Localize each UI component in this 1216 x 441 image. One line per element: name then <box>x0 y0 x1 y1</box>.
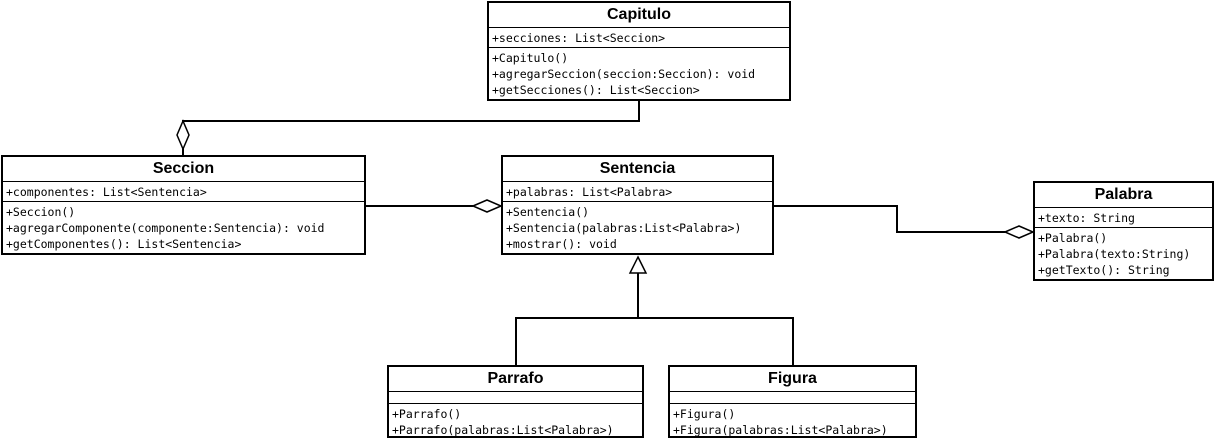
aggregation-diamond-sentencia <box>471 199 503 213</box>
class-palabra[interactable]: Palabra +texto: String +Palabra() +Palab… <box>1033 181 1214 281</box>
operation: +Capitulo() <box>492 51 569 65</box>
aggregation-diamond-palabra <box>1003 225 1035 239</box>
class-parrafo[interactable]: Parrafo +Parrafo() +Parrafo(palabras:Lis… <box>387 365 644 438</box>
attributes-compartment: +palabras: List<Palabra> <box>503 182 772 202</box>
edge-capitulo-seccion <box>182 101 640 149</box>
class-sentencia[interactable]: Sentencia +palabras: List<Palabra> +Sent… <box>501 155 774 255</box>
attribute: +secciones: List<Seccion> <box>492 31 666 45</box>
edge-sentencia-palabra <box>774 205 1005 233</box>
operation: +Sentencia() <box>506 205 590 219</box>
operations-compartment: +Seccion() +agregarComponente(componente… <box>3 202 364 253</box>
operation: +Sentencia(palabras:List<Palabra>) <box>506 221 742 235</box>
edge-parrafo-generalization <box>515 317 638 365</box>
class-name: Palabra <box>1035 183 1212 208</box>
operation: +Figura(palabras:List<Palabra>) <box>673 423 888 437</box>
attribute: +texto: String <box>1038 211 1135 225</box>
class-name: Figura <box>670 367 915 392</box>
attributes-compartment: +componentes: List<Sentencia> <box>3 182 364 202</box>
attribute: +componentes: List<Sentencia> <box>6 185 207 199</box>
operation: +Palabra(texto:String) <box>1038 247 1191 261</box>
operation: +agregarSeccion(seccion:Seccion): void <box>492 67 756 81</box>
attributes-compartment <box>670 392 915 404</box>
aggregation-diamond-seccion <box>176 119 190 151</box>
operation: +Parrafo(palabras:List<Palabra>) <box>392 423 614 437</box>
generalization-triangle <box>628 255 648 274</box>
class-name: Seccion <box>3 157 364 182</box>
attributes-compartment: +texto: String <box>1035 208 1212 228</box>
operations-compartment: +Sentencia() +Sentencia(palabras:List<Pa… <box>503 202 772 253</box>
operation: +Parrafo() <box>392 407 462 421</box>
operations-compartment: +Capitulo() +agregarSeccion(seccion:Secc… <box>489 48 789 99</box>
class-name: Parrafo <box>389 367 642 392</box>
edge-figura-generalization <box>638 317 794 365</box>
attributes-compartment: +secciones: List<Seccion> <box>489 28 789 48</box>
class-capitulo[interactable]: Capitulo +secciones: List<Seccion> +Capi… <box>487 1 791 101</box>
operations-compartment: +Palabra() +Palabra(texto:String) +getTe… <box>1035 228 1212 279</box>
operation: +Seccion() <box>6 205 76 219</box>
operation: +getSecciones(): List<Seccion> <box>492 83 700 97</box>
operation: +getTexto(): String <box>1038 263 1170 277</box>
operation: +agregarComponente(componente:Sentencia)… <box>6 221 325 235</box>
operation: +Palabra() <box>1038 231 1108 245</box>
operation: +Figura() <box>673 407 736 421</box>
class-seccion[interactable]: Seccion +componentes: List<Sentencia> +S… <box>1 155 366 255</box>
class-name: Sentencia <box>503 157 772 182</box>
attributes-compartment <box>389 392 642 404</box>
operations-compartment: +Figura() +Figura(palabras:List<Palabra>… <box>670 404 915 439</box>
class-figura[interactable]: Figura +Figura() +Figura(palabras:List<P… <box>668 365 917 438</box>
operation: +getComponentes(): List<Sentencia> <box>6 237 242 251</box>
class-name: Capitulo <box>489 3 789 28</box>
attribute: +palabras: List<Palabra> <box>506 185 673 199</box>
operations-compartment: +Parrafo() +Parrafo(palabras:List<Palabr… <box>389 404 642 439</box>
operation: +mostrar(): void <box>506 237 617 251</box>
